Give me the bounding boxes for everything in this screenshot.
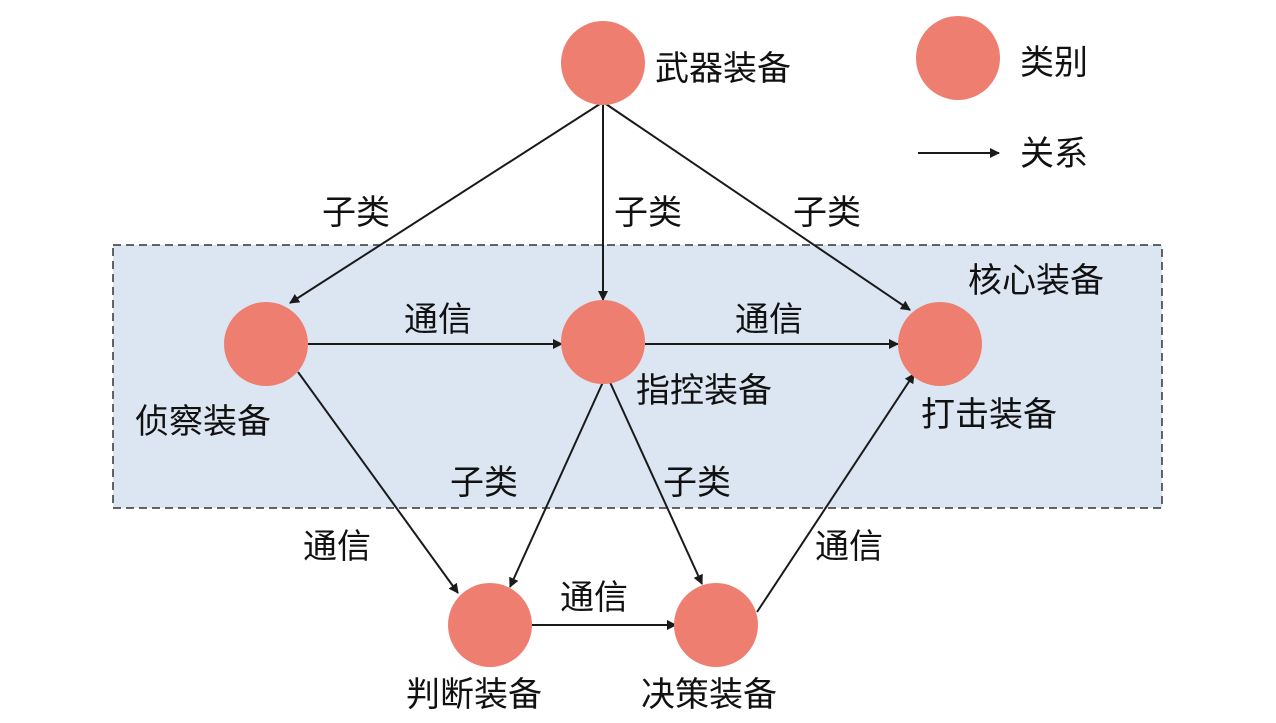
node-label-recon: 侦察装备 — [135, 402, 271, 442]
edge-command-decision — [608, 379, 703, 585]
edge-label-subclass: 子类 — [793, 193, 861, 233]
node-label-weapon: 武器装备 — [655, 49, 791, 89]
edge-label-subclass: 子类 — [663, 463, 731, 503]
edge-recon-judge — [297, 371, 459, 594]
legend-category-swatch — [916, 16, 1000, 100]
edge-weapon-strike — [602, 101, 911, 311]
node-label-command: 指控装备 — [636, 371, 772, 411]
node-strike-equipment — [898, 302, 982, 386]
node-label-judge: 判断装备 — [406, 675, 542, 715]
edge-label-subclass: 子类 — [614, 193, 682, 233]
edge-label-communication: 通信 — [735, 300, 803, 340]
legend-relation-label: 关系 — [1020, 134, 1088, 174]
edge-label-communication: 通信 — [560, 578, 628, 618]
edge-decision-strike — [756, 373, 915, 613]
edge-weapon-recon — [289, 101, 604, 304]
node-judge-equipment — [448, 583, 532, 667]
node-command-equipment — [561, 300, 645, 384]
edge-label-communication: 通信 — [303, 527, 371, 567]
edge-command-judge — [509, 381, 604, 588]
edge-label-subclass: 子类 — [450, 463, 518, 503]
node-weapon-equipment — [561, 21, 645, 105]
node-label-strike: 打击装备 — [921, 395, 1057, 435]
legend-category-label: 类别 — [1020, 43, 1088, 83]
node-label-decision: 决策装备 — [641, 675, 777, 715]
edge-label-communication: 通信 — [815, 527, 883, 567]
group-label-core-equipment: 核心装备 — [968, 261, 1104, 301]
node-decision-equipment — [674, 583, 758, 667]
node-recon-equipment — [224, 302, 308, 386]
edge-label-communication: 通信 — [404, 300, 472, 340]
edge-label-subclass: 子类 — [322, 193, 390, 233]
